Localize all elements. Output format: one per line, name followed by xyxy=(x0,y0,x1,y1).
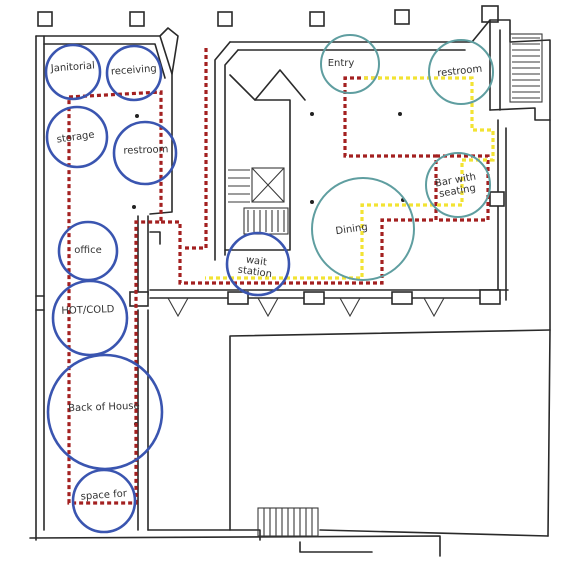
column xyxy=(303,291,325,305)
zone-janitorial: Janitorial xyxy=(44,43,102,101)
left-wing-corner xyxy=(159,27,179,75)
zone-circle xyxy=(105,44,163,102)
column xyxy=(479,289,501,305)
zone-dining: Dining xyxy=(311,177,415,281)
zone-space-for: space for xyxy=(71,468,137,534)
core-wall xyxy=(224,74,291,251)
left-wing-inner-top xyxy=(43,43,166,79)
zone-bar: Bar withseating xyxy=(425,152,491,218)
main-left-wall xyxy=(214,41,231,261)
main-left-inner xyxy=(224,49,239,256)
window-bays xyxy=(167,297,445,318)
column xyxy=(227,291,249,305)
zone-circle xyxy=(112,120,178,186)
zone-hot-cold: HOT/COLD xyxy=(51,279,129,357)
front-wall xyxy=(149,289,509,299)
zone-circle xyxy=(320,34,380,94)
bottom-stairs xyxy=(257,507,319,537)
core-stairs xyxy=(228,167,289,235)
core-angle xyxy=(254,69,306,101)
zone-circle xyxy=(428,39,494,105)
zone-label: Dining xyxy=(335,222,368,237)
zone-label: receiving xyxy=(111,63,158,77)
zone-circle xyxy=(311,177,415,281)
zone-label: HOT/COLD xyxy=(61,304,115,317)
zone-circle xyxy=(71,468,137,534)
zone-circle xyxy=(425,152,491,218)
column xyxy=(394,9,410,25)
service-route xyxy=(67,90,163,505)
service-route-main xyxy=(161,76,438,285)
right-stairs xyxy=(509,33,543,103)
zone-label: space for xyxy=(80,488,128,502)
zone-label: Janitorial xyxy=(49,60,95,74)
zone-back-of-house: Back of House xyxy=(46,353,164,471)
structure-dots xyxy=(132,112,405,426)
column xyxy=(217,11,233,27)
zone-circle xyxy=(44,43,102,101)
right-bay-wall xyxy=(489,107,551,121)
service-route-spur xyxy=(182,48,208,250)
column xyxy=(309,11,325,27)
zone-label: Bar withseating xyxy=(434,172,479,201)
base-wall xyxy=(29,535,441,557)
zone-receiving: receiving xyxy=(105,44,163,102)
left-opening xyxy=(35,295,45,311)
left-outer-wall xyxy=(35,35,45,541)
zone-label: Entry xyxy=(328,58,355,69)
zone-label: waitstation xyxy=(237,254,274,281)
zone-label: Back of House xyxy=(68,401,140,414)
service-route-bar xyxy=(436,154,490,222)
circulation-routes xyxy=(67,48,495,505)
courtyard-wall xyxy=(229,329,551,531)
zone-circle xyxy=(225,231,291,297)
column xyxy=(391,291,413,305)
corridor-wall xyxy=(137,215,149,296)
zone-circle xyxy=(45,105,109,169)
zone-label: storage xyxy=(56,129,95,145)
zones-layer: Janitorial receiving storage restroom office… xyxy=(44,34,494,534)
zone-label: restroom xyxy=(123,144,168,157)
zone-wait-station: waitstation xyxy=(225,231,291,297)
column xyxy=(129,11,145,27)
right-inner-wall xyxy=(497,119,507,301)
corridor-wall-lower xyxy=(137,309,149,531)
main-outer-wall xyxy=(229,19,551,537)
column xyxy=(129,291,149,307)
column xyxy=(37,11,53,27)
stair-wall xyxy=(489,19,501,111)
zone-circle xyxy=(51,279,129,357)
building-walls xyxy=(29,5,551,557)
zone-entry: Entry xyxy=(320,34,380,94)
zone-restroom-front: restroom xyxy=(428,39,494,105)
bottom-wall xyxy=(147,529,549,541)
zone-label: restroom xyxy=(437,64,483,80)
zone-restroom-back: restroom xyxy=(112,120,178,186)
zone-storage: storage xyxy=(45,105,109,169)
column xyxy=(489,191,505,207)
door-jamb xyxy=(149,231,161,245)
zone-label: office xyxy=(74,245,101,256)
